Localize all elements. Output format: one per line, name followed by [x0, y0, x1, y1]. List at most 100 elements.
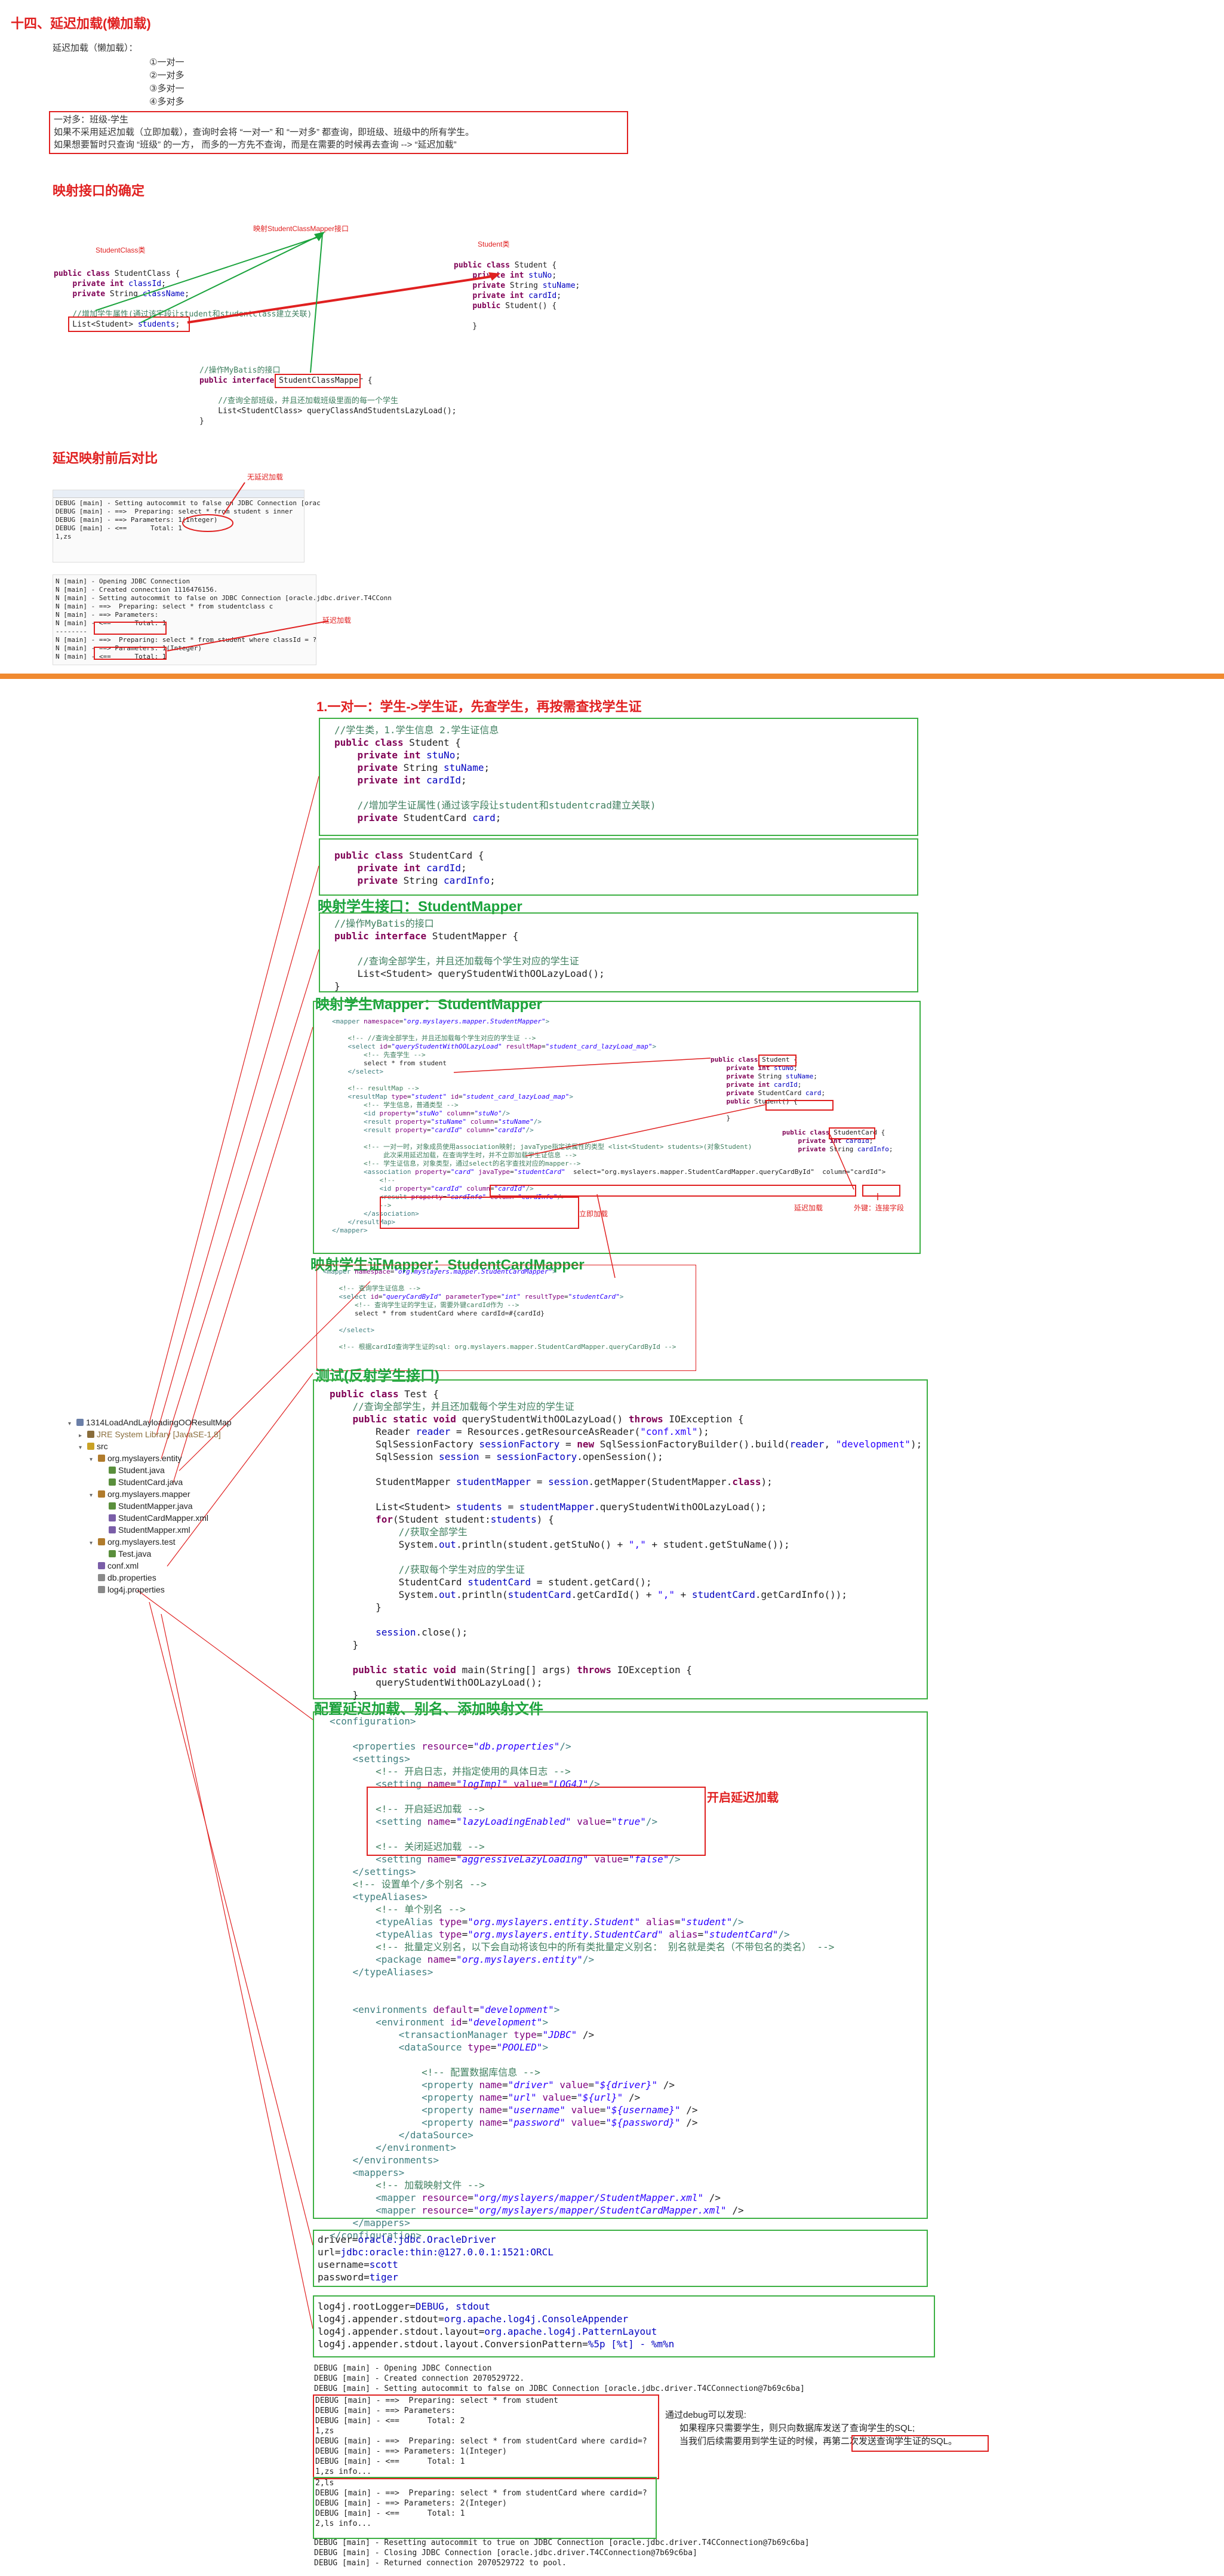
tree-item[interactable]: conf.xml	[68, 1560, 232, 1572]
code-line: private int cardId;	[726, 1081, 802, 1089]
tree-item[interactable]: Student.java	[68, 1464, 232, 1476]
package-icon	[98, 1538, 105, 1545]
code-line: DEBUG [main] - Closing JDBC Connection […	[314, 2549, 697, 2557]
tree-item[interactable]: ▾ org.myslayers.test	[68, 1536, 232, 1548]
code-line: <!-- 开启延迟加载 -->	[330, 1803, 485, 1815]
code-line: }	[330, 1601, 382, 1613]
tree-item[interactable]: ▾org.myslayers.entity	[68, 1452, 232, 1464]
code-line: password=tiger	[318, 2271, 398, 2283]
code-line: -->	[332, 1201, 392, 1209]
code-line: }	[334, 980, 340, 992]
tree-link-db	[149, 1601, 313, 2246]
intro-list-item: ①一对一	[149, 57, 184, 67]
commented-mapping-highlight	[380, 1197, 579, 1229]
arrow-head-student	[488, 272, 500, 281]
code-line: </settings>	[352, 1866, 416, 1877]
debug-log-red-box: DEBUG [main] - ==> Preparing: select * f…	[313, 2394, 659, 2479]
code-line: private StudentCard card;	[357, 812, 502, 823]
code-line	[330, 1613, 911, 1626]
debug-note-highlight	[851, 2435, 989, 2452]
code-line: <environment id="development">	[376, 2016, 549, 2028]
no-lazy-ellipse	[182, 514, 233, 532]
tree-link-log4j	[161, 1613, 313, 2329]
code-line: <!-- 一对一时，对象成员使用association映射; javaType指…	[332, 1143, 752, 1151]
code-line: <package name="org.myslayers.entity"/>	[376, 1954, 595, 1965]
code-line: SqlSessionFactory sessionFactory = new S…	[330, 1438, 922, 1450]
tree-item[interactable]: db.properties	[68, 1572, 232, 1584]
code-line: }	[199, 417, 204, 426]
tree-item-label: org.myslayers.mapper	[107, 1489, 190, 1499]
code-line: <dataSource type="POOLED">	[398, 2042, 549, 2053]
tree-item[interactable]: StudentCard.java	[68, 1476, 232, 1488]
expand-arrow-icon[interactable]: ▾	[90, 1540, 93, 1547]
card-mapper-box: <mapper namespace="org.myslayers.mapper.…	[316, 1265, 696, 1371]
code-line: 如果不采用延迟加载（立即加载），查询时会将 “一对一” 和 “一对多” 都查询，…	[54, 127, 475, 137]
code-line: <typeAlias type="org.myslayers.entity.St…	[376, 1929, 790, 1940]
expand-arrow-icon[interactable]: ▾	[90, 1492, 93, 1499]
tree-item[interactable]: ▾1314LoadAndLayloadingOOResultMap	[68, 1416, 232, 1428]
code-line: <select id="queryCardById" parameterType…	[339, 1293, 624, 1301]
code-line: private StudentCard card;	[726, 1089, 826, 1097]
debug-note-line: 当我们后续需要用到学生证的时候，再第二次发送查询学生证的SQL。	[679, 2436, 958, 2446]
code-line: <property name="username" value="${usern…	[422, 2104, 698, 2116]
code-line: username=scott	[318, 2259, 398, 2270]
tree-item[interactable]: StudentMapper.java	[68, 1500, 232, 1512]
code-line: <typeAliases>	[352, 1891, 428, 1902]
code-line: <result property="cardId" column="cardId…	[363, 1126, 534, 1134]
tree-item-label: JRE System Library [JavaSE-1.8]	[97, 1430, 221, 1439]
code-line: StudentMapper studentMapper = session.ge…	[330, 1476, 773, 1487]
tree-item[interactable]: ▾ org.myslayers.mapper	[68, 1488, 232, 1500]
code-line: private int classId;	[72, 279, 166, 288]
expand-arrow-icon[interactable]: ▸	[79, 1433, 82, 1439]
mini-card-field-highlight	[765, 1100, 834, 1111]
arrow-green-2	[310, 233, 323, 373]
code-line: private int cardId;	[357, 862, 467, 874]
code-line: //查询全部学生，并且还加载每个学生对应的学生证	[330, 1401, 574, 1412]
tree-link-student	[149, 776, 319, 1424]
expand-arrow-icon[interactable]: ▾	[68, 1421, 72, 1427]
tree-item[interactable]: log4j.properties	[68, 1584, 232, 1596]
tree-item[interactable]: Test.java	[68, 1548, 232, 1560]
code-line: <transactionManager type="JDBC" />	[398, 2029, 595, 2040]
tree-item-label: org.myslayers.test	[107, 1537, 176, 1547]
code-line: DEBUG [main] - ==> Parameters:	[315, 2406, 456, 2415]
association-column-highlight	[862, 1185, 900, 1197]
tree-item[interactable]: StudentCardMapper.xml	[68, 1512, 232, 1524]
code-line: <settings>	[352, 1753, 410, 1765]
code-line: <id property="cardId" column="cardId"/>	[379, 1185, 534, 1192]
tree-item[interactable]: StudentMapper.xml	[68, 1524, 232, 1536]
mapping-arrows	[95, 232, 500, 373]
code-line: }	[711, 1114, 731, 1122]
code-line: <!-- 加载映射文件 -->	[330, 2180, 485, 2191]
intro-label: 延迟加载（懒加载）：	[53, 43, 138, 53]
xml-icon	[109, 1514, 116, 1521]
code-line: private String stuName;	[472, 281, 580, 290]
code-line: 2,ls info...	[315, 2519, 371, 2528]
package-icon	[98, 1490, 105, 1498]
tree-item[interactable]: ▸ JRE System Library [JavaSE-1.8]	[68, 1428, 232, 1440]
code-line: select * from studentCard where cardId=#…	[323, 1309, 545, 1317]
code-line: private int cardId;	[472, 291, 562, 300]
code-line: DEBUG [main] - <== Total: 1	[56, 524, 182, 532]
tree-item[interactable]: ▾src	[68, 1440, 232, 1452]
code-line: }	[454, 322, 478, 331]
code-line: N [main] - Created connection 1116476156…	[56, 586, 218, 594]
code-line: </environment>	[376, 2142, 456, 2153]
code-line: public class StudentCard {	[782, 1129, 885, 1136]
code-line: <id property="stuNo" column="stuNo"/>	[363, 1109, 510, 1117]
section-title-one-to-one: 1.一对一：学生->学生证，先查学生，再按需查找学生证	[316, 699, 642, 714]
code-line: //获取每个学生对应的学生证	[330, 1564, 525, 1575]
code-line: select * from student	[332, 1059, 447, 1067]
code-line: <!-- resultMap -->	[332, 1084, 419, 1092]
expand-arrow-icon[interactable]: ▾	[79, 1444, 82, 1451]
code-line: List<Student> students = studentMapper.q…	[330, 1501, 767, 1513]
code-line: }	[330, 1702, 336, 1713]
anno-line-3	[829, 1134, 854, 1190]
expand-arrow-icon[interactable]: ▾	[90, 1456, 93, 1463]
code-line: <environments default="development">	[352, 2004, 560, 2015]
code-line: DEBUG [main] - <== Total: 1	[315, 2457, 465, 2466]
